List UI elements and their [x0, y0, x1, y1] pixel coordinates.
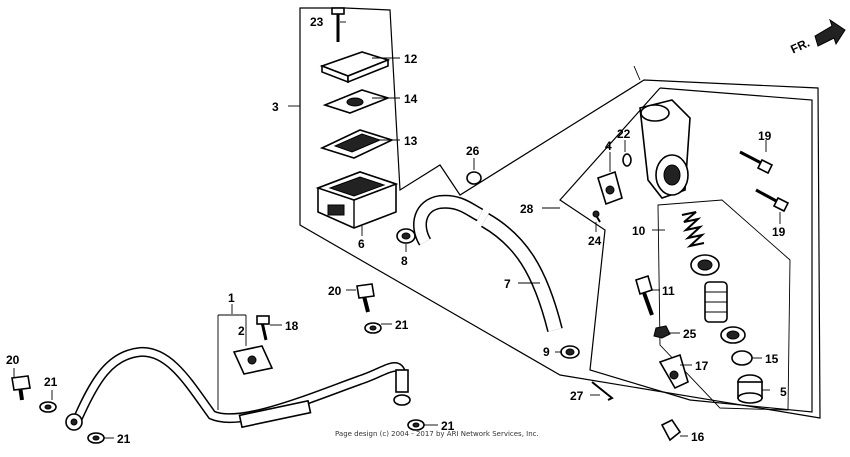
washer-21-bottom-right [407, 419, 425, 431]
callout-12: 12 [404, 52, 418, 66]
washer-21-left [39, 401, 57, 413]
callout-21-bottom-left: 21 [117, 432, 131, 446]
bolt-20-right [356, 283, 375, 313]
bolt-19-upper [739, 150, 774, 175]
callout-2: 2 [238, 324, 245, 338]
master-cylinder-body [639, 99, 691, 199]
set-plate [322, 89, 391, 114]
joint-4 [597, 170, 623, 206]
callout-19-lower: 19 [772, 225, 786, 239]
hose-protector [238, 399, 312, 429]
callout-13: 13 [404, 134, 418, 148]
hose-clip-8 [396, 228, 416, 244]
push-rod-11 [635, 274, 654, 316]
callout-10: 10 [632, 224, 646, 238]
reservoir-cap-screw [331, 7, 345, 42]
cotter-pin-27 [591, 381, 614, 401]
hose-clip-9 [560, 345, 580, 359]
oring-22 [622, 153, 632, 167]
callout-20-left: 20 [6, 353, 20, 367]
copyright-notice: Page design (c) 2004 - 2017 by ARI Netwo… [335, 430, 539, 438]
callout-21-right-top: 21 [395, 318, 409, 332]
callout-5: 5 [780, 385, 787, 399]
callout-4: 4 [605, 139, 612, 153]
bolt-18 [256, 315, 270, 341]
callout-21-bottom-right: 21 [441, 419, 455, 433]
primary-cup [690, 254, 720, 276]
clevis-17 [658, 353, 689, 390]
joint-pin-16 [660, 418, 682, 442]
boot-5 [737, 374, 763, 404]
reservoir-group-outline [299, 7, 821, 419]
callout-28: 28 [520, 202, 534, 216]
callout-7: 7 [504, 277, 511, 291]
callout-20-right: 20 [328, 284, 342, 298]
callout-8: 8 [401, 254, 408, 268]
callout-3: 3 [272, 100, 279, 114]
callout-1: 1 [228, 291, 235, 305]
nut-25 [653, 325, 671, 339]
callout-26: 26 [466, 144, 480, 158]
callout-17: 17 [695, 359, 709, 373]
reservoir-cap [319, 51, 391, 84]
circlip-15 [731, 350, 753, 366]
bolt-20-left [11, 375, 31, 401]
hose-banjo-left [65, 413, 83, 431]
callout-23: 23 [310, 15, 324, 29]
callout-14: 14 [404, 92, 418, 106]
callout-19-upper: 19 [758, 129, 772, 143]
bolt-19-lower [755, 188, 790, 213]
dust-cap-26 [466, 171, 482, 185]
callout-6: 6 [358, 237, 365, 251]
callout-24: 24 [588, 234, 602, 248]
washer-21-bottom-left [87, 432, 105, 444]
hose-fitting-right [393, 369, 411, 406]
callout-21-left: 21 [44, 375, 58, 389]
callout-25: 25 [683, 327, 697, 341]
master-cylinder-group-outline [559, 87, 813, 413]
reservoir-diaphragm [319, 129, 395, 159]
callout-18: 18 [285, 319, 299, 333]
hose-clamp-2 [232, 345, 274, 375]
brake-hose [73, 346, 407, 424]
screw-24 [592, 210, 601, 223]
callout-11: 11 [662, 284, 675, 298]
reservoir-body [315, 171, 399, 229]
callout-22: 22 [617, 127, 631, 141]
washer-21-right-top [364, 322, 382, 334]
callout-9: 9 [543, 345, 550, 359]
front-direction-label: FR. [788, 36, 811, 57]
callout-numbers: 1 2 3 4 5 6 7 8 9 10 11 12 13 14 15 16 1… [6, 15, 787, 446]
callout-15: 15 [765, 352, 779, 366]
secondary-cup [720, 326, 746, 344]
callout-16: 16 [691, 430, 705, 444]
callout-27: 27 [570, 389, 584, 403]
reservoir-hose [413, 194, 563, 332]
leader-lines [13, 21, 781, 439]
piston [704, 281, 728, 323]
spring [681, 211, 706, 248]
piston-set-outline [657, 199, 791, 411]
front-direction-arrow [814, 18, 846, 47]
